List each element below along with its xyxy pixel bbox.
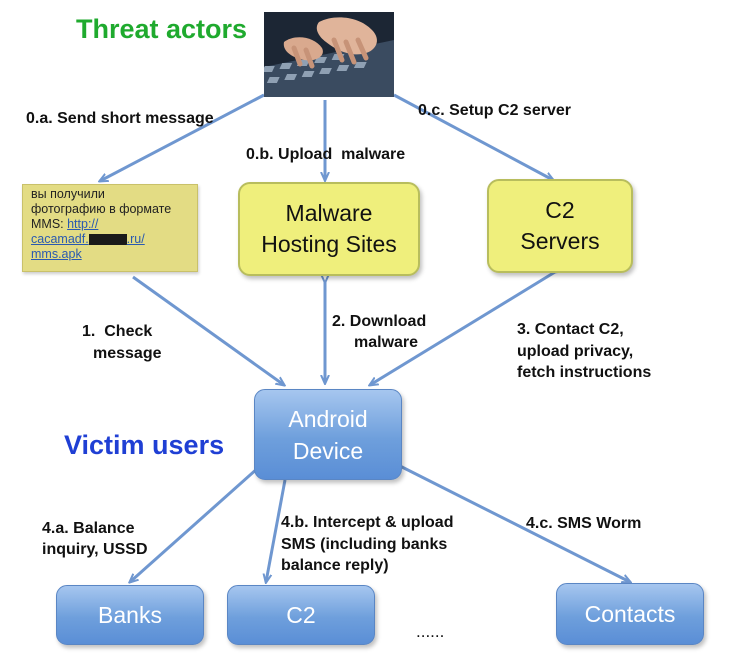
android-line-1: Android <box>288 405 368 432</box>
malware-hosting-line-1: Malware <box>285 200 373 226</box>
c2-node: C2 <box>227 585 375 645</box>
edge-label-4a-line-2: inquiry, USSD <box>42 541 148 558</box>
phishing-sms-message: вы получили фотографию в формате MMS: ht… <box>22 184 198 272</box>
edge-label-1-line-2: message <box>93 345 162 362</box>
edge-label-4c: 4.c. SMS Worm <box>526 515 642 532</box>
threat-actors-title: Threat actors <box>76 14 248 44</box>
edge-balance-inquiry <box>130 466 259 582</box>
contacts-node: Contacts <box>556 583 704 645</box>
edge-label-4b-line-1: 4.b. Intercept & upload <box>281 514 454 531</box>
edge-sms-worm <box>397 463 630 582</box>
edge-label-3-line-2: upload privacy, <box>517 343 634 360</box>
sms-line-2: фотографию в формате <box>31 202 172 216</box>
sms-line-1: вы получили <box>31 187 105 201</box>
banks-node: Banks <box>56 585 204 645</box>
sms-link-part-3[interactable]: .ru/ <box>126 232 145 246</box>
edge-label-2-line-2: malware <box>354 334 419 351</box>
malware-hosting-line-2: Hosting Sites <box>261 231 397 257</box>
malware-hosting-sites-node: Malware Hosting Sites <box>238 182 420 276</box>
edge-intercept-upload <box>266 479 287 582</box>
sms-line-3-prefix: MMS: <box>31 217 68 231</box>
edge-contact-c2 <box>370 272 555 385</box>
android-device-node: Android Device <box>254 389 402 480</box>
hacker-keyboard-image <box>264 12 394 97</box>
edge-label-3-line-1: 3. Contact C2, <box>517 321 624 338</box>
edge-label-3-line-3: fetch instructions <box>517 364 652 381</box>
edge-label-2-line-1: 2. Download <box>332 313 427 330</box>
edge-label-0b: 0.b. Upload malware <box>246 146 406 163</box>
redacted-domain <box>88 234 127 246</box>
more-targets-ellipsis: ...... <box>416 622 445 641</box>
edge-label-0a: 0.a. Send short message <box>26 110 214 127</box>
edge-label-4b-line-2: SMS (including banks <box>281 536 448 553</box>
c2-servers-line-2: Servers <box>520 228 600 254</box>
edge-send-short-message <box>100 93 265 181</box>
edge-setup-c2 <box>393 93 553 180</box>
victim-users-title: Victim users <box>64 430 225 460</box>
sms-link-part-4[interactable]: mms.apk <box>31 247 82 261</box>
sms-link-part-1[interactable]: http:// <box>67 217 99 231</box>
edge-label-1-line-1: 1. Check <box>82 323 153 340</box>
sms-link-part-2[interactable]: cacamadf. <box>31 232 89 246</box>
edge-label-4a-line-1: 4.a. Balance <box>42 520 135 537</box>
android-line-2: Device <box>292 437 364 464</box>
edge-label-0c: 0.c. Setup C2 server <box>418 102 571 119</box>
edge-check-message <box>132 275 284 385</box>
edge-label-4b-line-3: balance reply) <box>281 557 389 574</box>
c2-servers-node: C2 Servers <box>487 179 633 273</box>
c2-servers-line-1: C2 <box>545 197 575 223</box>
